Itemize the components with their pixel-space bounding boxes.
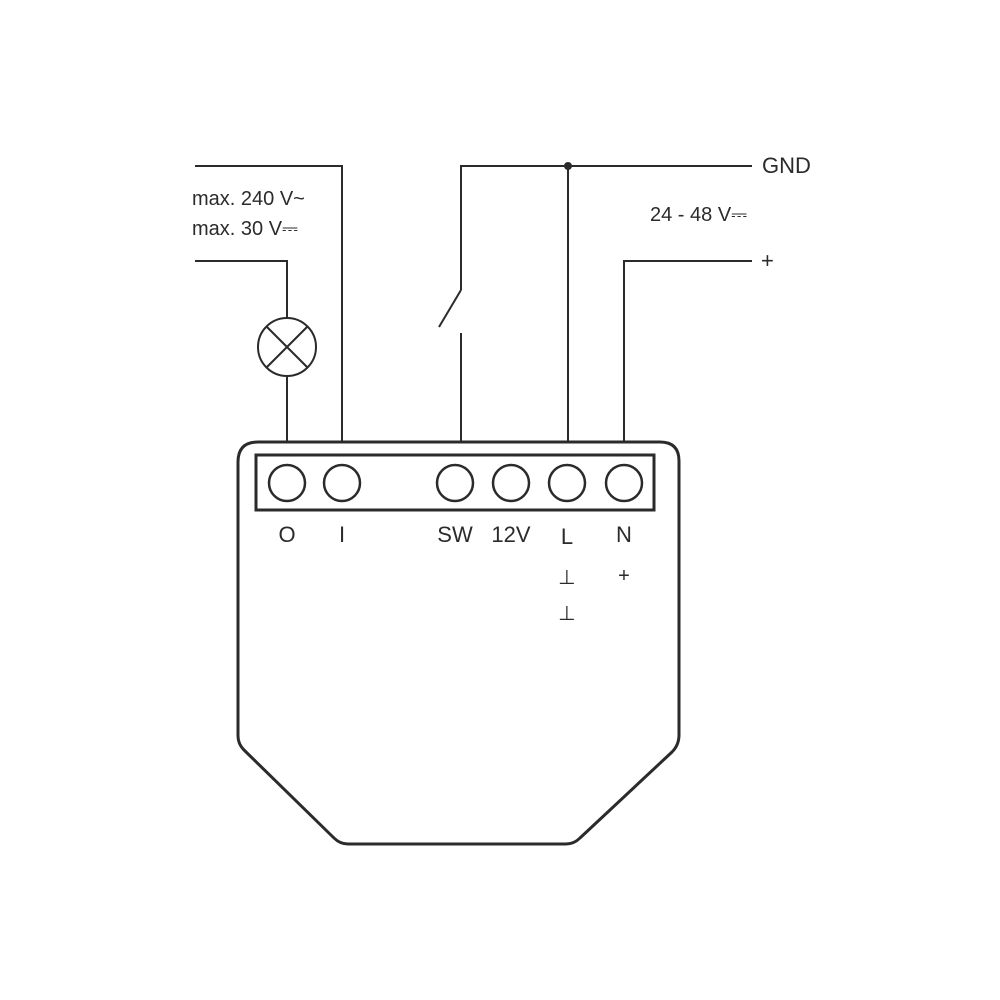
wire-sw-upper	[460, 165, 568, 290]
terminal-o	[267, 463, 307, 503]
annotations: max. 240 V~ max. 30 V⎓ GND 24 - 48 V⎓ +	[192, 153, 811, 273]
plus-label: +	[761, 248, 774, 273]
terminal-l	[547, 463, 587, 503]
l-ground-mark-1: ⊥	[558, 567, 575, 589]
device-body	[236, 440, 681, 846]
terminal-label-i: I	[339, 522, 345, 547]
supply-range-label: 24 - 48 V⎓	[650, 204, 747, 226]
terminal-label-12v: 12V	[491, 522, 530, 547]
load-limit-ac: max. 240 V~	[192, 188, 305, 210]
terminal-label-n: N	[616, 522, 632, 547]
terminal-labels: O I SW 12V L N	[278, 522, 632, 549]
terminal-screws	[267, 463, 644, 503]
terminal-label-sw: SW	[437, 522, 473, 547]
l-ground-mark-2: ⊥	[558, 603, 575, 625]
terminal-sw	[435, 463, 475, 503]
terminal-12v	[491, 463, 531, 503]
load-limit-dc: max. 30 V⎓	[192, 218, 298, 240]
n-plus-mark: +	[618, 565, 630, 587]
terminal-label-o: O	[278, 522, 295, 547]
gnd-label: GND	[762, 153, 811, 178]
terminal-n	[604, 463, 644, 503]
polarity-marks: ⊥ ⊥ +	[558, 565, 630, 625]
switch-contact	[438, 289, 462, 328]
terminal-label-l: L	[561, 524, 573, 549]
lamp-symbol	[257, 317, 317, 377]
wire-o-upper	[195, 260, 288, 318]
wires	[195, 162, 752, 442]
terminal-i	[322, 463, 362, 503]
wire-i	[195, 165, 343, 442]
wire-n	[623, 260, 752, 442]
